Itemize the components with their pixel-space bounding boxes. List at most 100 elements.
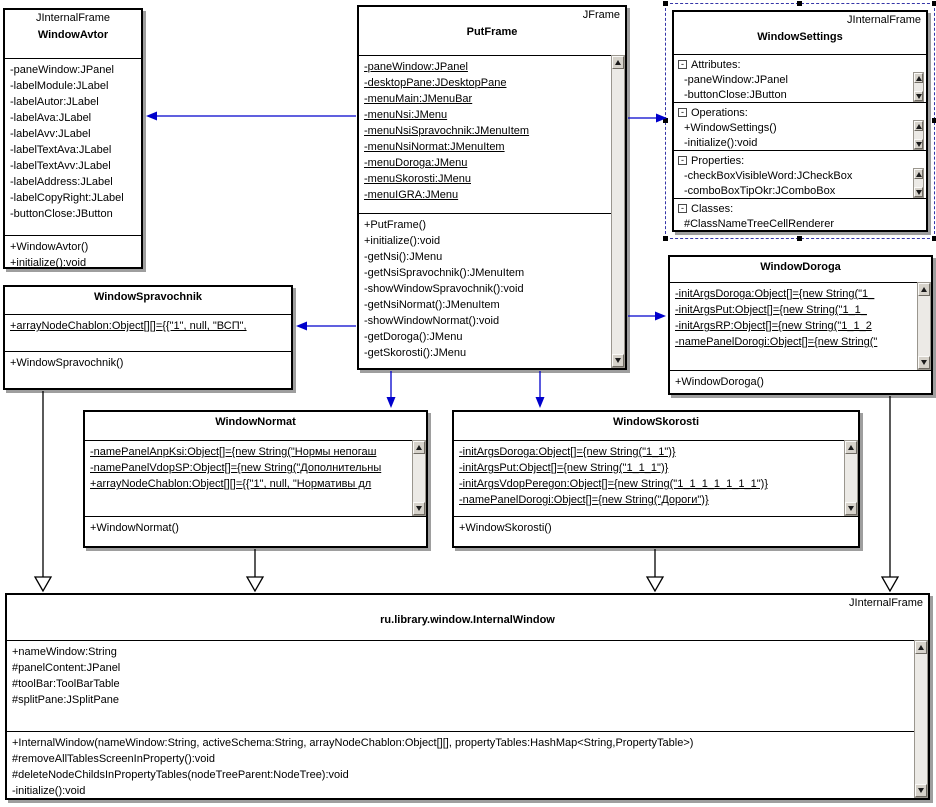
stereotype-label: JInternalFrame [849, 597, 923, 609]
scroll-down-button[interactable] [612, 354, 624, 367]
attribute-row: -menuNsiSpravochnik:JMenuItem [364, 125, 530, 137]
scroll-up-button[interactable] [612, 56, 624, 69]
scroll-down-icon [921, 360, 927, 365]
collapse-icon[interactable]: - [678, 108, 687, 117]
scroll-down-button[interactable] [918, 356, 930, 369]
class-box-window-spravochnik[interactable]: WindowSpravochnik +arrayNodeChablon:Obje… [3, 285, 293, 390]
scroll-up-button[interactable] [413, 441, 425, 454]
scroll-down-icon [915, 93, 922, 99]
scroll-down-button[interactable] [914, 187, 923, 197]
method-row: -getNsiNormat():JMenuItem [364, 299, 500, 311]
scroll-down-button[interactable] [914, 91, 923, 101]
scroll-down-button[interactable] [915, 784, 927, 797]
scroll-up-button[interactable] [918, 283, 930, 296]
class-box-window-skorosti[interactable]: WindowSkorosti -initArgsDoroga:Object[]=… [452, 410, 860, 548]
class-box-window-doroga[interactable]: WindowDoroga -initArgsDoroga:Object[]={n… [668, 255, 933, 395]
scroll-up-icon [918, 645, 924, 650]
generalization-windownormat-to-internalwindow[interactable] [245, 549, 265, 593]
attribute-row: -menuMain:JMenuBar [364, 93, 473, 105]
scrollbar[interactable] [914, 640, 928, 798]
attribute-row: -namePanelAnpKsi:Object[]={new String("Н… [90, 446, 377, 458]
attribute-row: -namePanelDorogi:Object[]={new String("Д… [459, 494, 709, 506]
scroll-down-icon [615, 358, 621, 363]
attribute-row: +arrayNodeChablon:Object[][]={{"1", null… [10, 320, 247, 332]
scroll-down-button[interactable] [413, 502, 425, 515]
association-putframe-to-windownormat[interactable] [386, 371, 396, 408]
selection-handle[interactable] [932, 1, 936, 6]
tree-item: -comboBoxTipOkr:JComboBox [684, 185, 836, 197]
scroll-down-button[interactable] [845, 502, 857, 515]
attribute-row: -labelAva:JLabel [10, 112, 92, 124]
tree-section-row: -Operations: [674, 106, 926, 121]
association-putframe-to-windowdoroga[interactable] [628, 311, 666, 321]
scroll-up-icon [615, 60, 621, 65]
attribute-row: -desktopPane:JDesktopPane [364, 77, 507, 89]
method-row: +WindowSkorosti() [459, 522, 552, 534]
attribute-row: -labelModule:JLabel [10, 80, 109, 92]
scrollbar[interactable] [611, 55, 625, 368]
method-row: -showWindowNormat():void [364, 315, 500, 327]
association-putframe-to-windowavtor[interactable] [146, 111, 356, 121]
method-row: -getDoroga():JMenu [364, 331, 463, 343]
scroll-up-button[interactable] [914, 121, 923, 131]
association-putframe-to-windowskorosti[interactable] [535, 371, 545, 408]
collapse-icon[interactable]: - [678, 156, 687, 165]
generalization-windowdoroga-to-internalwindow[interactable] [880, 396, 900, 593]
scrollbar[interactable] [913, 72, 924, 102]
scrollbar[interactable] [913, 120, 924, 150]
scroll-up-button[interactable] [914, 73, 923, 83]
selection-handle[interactable] [797, 236, 802, 241]
generalization-windowskorosti-to-internalwindow[interactable] [645, 549, 665, 593]
class-box-window-settings[interactable]: JInternalFrame WindowSettings -Attribute… [672, 10, 928, 232]
scrollbar[interactable] [844, 440, 858, 516]
method-row: -getNsi():JMenu [364, 251, 443, 263]
scrollbar[interactable] [917, 282, 931, 370]
tree-section-row: -Properties: [674, 154, 926, 169]
attribute-row: -labelAvv:JLabel [10, 128, 91, 140]
collapse-icon[interactable]: - [678, 204, 687, 213]
scroll-up-button[interactable] [845, 441, 857, 454]
method-row: +WindowAvtor() [10, 241, 89, 253]
class-title: PutFrame [466, 26, 518, 38]
class-box-internal-window[interactable]: JInternalFrame ru.library.window.Interna… [5, 593, 930, 800]
attribute-row: +nameWindow:String [12, 646, 117, 658]
scrollbar[interactable] [913, 168, 924, 198]
method-row: +initialize():void [10, 257, 87, 269]
stereotype-label: JFrame [582, 9, 620, 21]
selection-handle[interactable] [663, 1, 668, 6]
stereotype-label: JInternalFrame [36, 12, 110, 24]
scroll-up-button[interactable] [914, 169, 923, 179]
association-putframe-to-windowspravochnik[interactable] [296, 321, 356, 331]
class-box-window-normat[interactable]: WindowNormat -namePanelAnpKsi:Object[]={… [83, 410, 428, 548]
class-title: WindowSettings [757, 31, 843, 43]
scroll-up-icon [915, 171, 922, 177]
scroll-down-icon [915, 189, 922, 195]
generalization-windowspravochnik-to-internalwindow[interactable] [33, 391, 53, 593]
collapse-icon[interactable]: - [678, 60, 687, 69]
attribute-row: -initArgsDoroga:Object[]={new String("1_… [459, 446, 676, 458]
method-row: +InternalWindow(nameWindow:String, activ… [12, 737, 694, 749]
tree-section-row: -Attributes: [674, 58, 926, 73]
class-box-window-avtor[interactable]: JInternalFrame WindowAvtor -paneWindow:J… [3, 8, 143, 269]
scrollbar[interactable] [412, 440, 426, 516]
attribute-row: -labelTextAva:JLabel [10, 144, 112, 156]
selection-handle[interactable] [663, 236, 668, 241]
association-putframe-to-windowsettings[interactable] [628, 113, 667, 123]
tree-item: -checkBoxVisibleWord:JCheckBox [684, 170, 853, 182]
selection-handle[interactable] [932, 236, 936, 241]
class-title: WindowNormat [215, 416, 296, 428]
scroll-down-button[interactable] [914, 139, 923, 149]
attribute-row: -namePanelDorogi:Object[]={new String(" [675, 336, 878, 348]
selection-handle[interactable] [932, 118, 936, 123]
method-row: +PutFrame() [364, 219, 427, 231]
properties-section: -Properties: -checkBoxVisibleWord:JCheck… [674, 150, 926, 198]
selection-handle[interactable] [797, 1, 802, 6]
attribute-row: -labelCopyRight:JLabel [10, 192, 124, 204]
selection-handle[interactable] [663, 118, 668, 123]
attribute-row: -labelAddress:JLabel [10, 176, 113, 188]
attribute-row: -initArgsPut:Object[]={new String("1_1_ [675, 304, 867, 316]
method-row: -showWindowSpravochnik():void [364, 283, 524, 295]
stereotype-label: JInternalFrame [847, 14, 921, 26]
class-box-put-frame[interactable]: JFrame PutFrame -paneWindow:JPanel -desk… [357, 5, 627, 370]
scroll-up-button[interactable] [915, 641, 927, 654]
